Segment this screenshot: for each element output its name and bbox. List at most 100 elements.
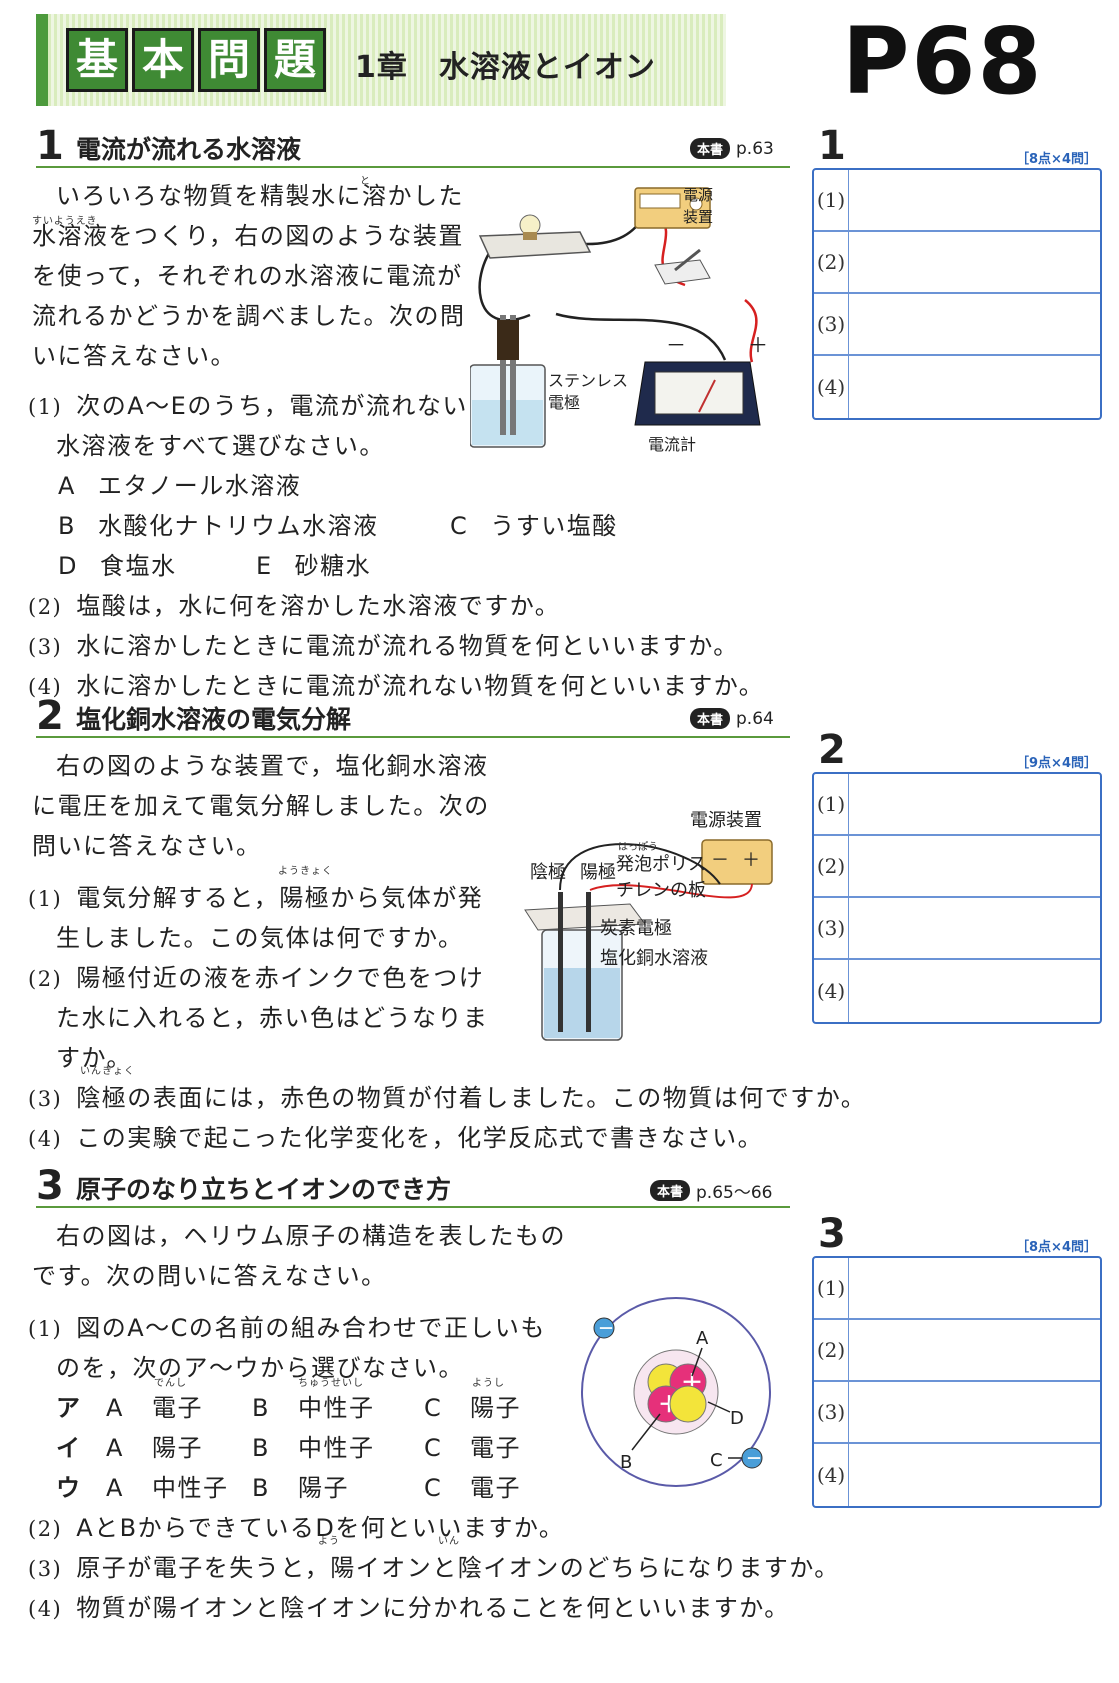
board-label-2: チレンの板: [616, 880, 706, 901]
honsho-badge: 本書: [650, 1180, 691, 1201]
section-2-number: 2: [36, 693, 64, 739]
answer-input-3-4[interactable]: [849, 1444, 1100, 1506]
answer-input-3-1[interactable]: [849, 1258, 1100, 1318]
wire-red: [589, 883, 753, 899]
section-3-ref: 本書 p.65～66: [650, 1178, 772, 1203]
s2-question-1-cont: 生しました。この気体は何ですか。: [56, 924, 464, 952]
section-1-ref: 本書 p.63: [690, 138, 774, 159]
helium-atom-figure: ＋ ＋ － － A B D C: [581, 1297, 771, 1487]
letter: A: [106, 1434, 124, 1462]
ammeter-label: 電流計: [648, 435, 696, 454]
answer-input-1-3[interactable]: [849, 294, 1100, 354]
section-1-number: 1: [36, 123, 64, 169]
power-label-2: 装置: [683, 208, 713, 226]
s1-question-4: (4)水に溶かしたときに電流が流れない物質を何といいますか。: [28, 666, 764, 701]
q-number: (1): [28, 887, 63, 911]
styrofoam-board: [524, 903, 646, 931]
letter: C: [424, 1394, 443, 1422]
combo-b-value: 陽子: [298, 1474, 349, 1502]
s1-question-1: (1)次のA～Eのうち，電流が流れない: [28, 386, 468, 421]
row-label: (4): [814, 1444, 849, 1506]
combo-key: イ: [56, 1434, 82, 1462]
answer-input-3-2[interactable]: [849, 1320, 1100, 1380]
answer-2-number: 2: [818, 727, 846, 773]
s2-question-3: (3)陰極の表面には，赤色の物質が付着しました。この物質は何ですか。: [28, 1078, 866, 1113]
ruby-youkyoku: ようきょく: [278, 866, 333, 877]
q-number: (2): [28, 1517, 63, 1541]
electrode-right: [510, 315, 516, 435]
s2-question-4: (4)この実験で起こった化学変化を，化学反応式で書きなさい。: [28, 1118, 763, 1153]
answer-input-1-1[interactable]: [849, 170, 1100, 230]
combo-c-value: 電子: [470, 1434, 521, 1462]
q-number: (3): [28, 1557, 63, 1581]
answer-input-2-4[interactable]: [849, 960, 1100, 1022]
pointer-a: [691, 1347, 703, 1377]
electrode-left: [500, 315, 506, 435]
electrolysis-apparatus-figure: 電源装置 － ＋ 陰極 陽極 はっぽう 発泡ポリス チレンの板 炭素電極 塩化銅…: [524, 810, 773, 1041]
kihon-mondai-title: 基 本 問 題: [66, 28, 326, 92]
electron-orbit: [581, 1297, 771, 1487]
title-char: 本: [132, 28, 194, 92]
section-2-ref: 本書 p.64: [690, 708, 774, 729]
intro-line: を使って，それぞれの水溶液に電流が: [32, 262, 463, 290]
answer-input-1-2[interactable]: [849, 232, 1100, 292]
answer-row: (2): [814, 232, 1100, 294]
combo-key: ウ: [56, 1474, 82, 1502]
ruby-to: と: [360, 176, 371, 187]
row-label: (1): [814, 170, 849, 230]
ruby-inkyoku: いんきょく: [80, 1066, 135, 1077]
q-text: 図のA～Cの名前の組み合わせで正しいも: [76, 1314, 546, 1342]
option-text: エタノール水溶液: [97, 472, 302, 500]
ruby-in: いん: [438, 1536, 460, 1547]
q-text: 物質が陽イオンと陰イオンに分かれることを何といいますか。: [76, 1594, 790, 1622]
section-1-intro: いろいろな物質を精製水に溶かした 水溶液をつくり，右の図のような装置 を使って，…: [32, 176, 466, 376]
power-plus: ＋: [742, 850, 760, 871]
letter: C: [424, 1474, 443, 1502]
s2-question-2-cont: すか。: [56, 1044, 133, 1072]
q-text: 次のA～Eのうち，電流が流れない: [76, 392, 468, 420]
carbon-electrode-label: 炭素電極: [600, 918, 672, 939]
section-1-rule: [36, 166, 790, 168]
section-2-title: 塩化銅水溶液の電気分解: [76, 705, 352, 734]
title-char: 問: [198, 28, 260, 92]
section-3-title: 原子のなり立ちとイオンのでき方: [76, 1175, 452, 1204]
letter: B: [252, 1434, 270, 1462]
board-label-1: 発泡ポリス: [616, 854, 706, 875]
s1-question-2: (2)塩酸は，水に何を溶かした水溶液ですか。: [28, 586, 560, 621]
answer-input-2-2[interactable]: [849, 836, 1100, 896]
q-number: (1): [28, 1317, 63, 1341]
row-label: (2): [814, 232, 849, 292]
answer-input-3-3[interactable]: [849, 1382, 1100, 1442]
carbon-electrode-left: [558, 892, 563, 1032]
answer-row: (2): [814, 836, 1100, 898]
answer-row: (4): [814, 1444, 1100, 1506]
answer-box-1: (1) (2) (3) (4): [812, 168, 1102, 420]
wire: [555, 312, 727, 361]
answer-3-number: 3: [818, 1211, 846, 1257]
combo-b-value: 中性子: [298, 1394, 375, 1422]
option-key: B: [58, 512, 76, 540]
row-label: (1): [814, 774, 849, 834]
row-label: (2): [814, 1320, 849, 1380]
electron-minus: －: [746, 1449, 762, 1468]
answer-input-1-4[interactable]: [849, 356, 1100, 418]
meter-plus: ＋: [748, 333, 768, 357]
ruby-happou: はっぽう: [618, 841, 658, 853]
label-c: C: [710, 1450, 723, 1471]
letter: B: [252, 1474, 270, 1502]
ruby-you: よう: [318, 1536, 340, 1547]
power-supply-icon: [701, 839, 773, 885]
combo-b-value: 中性子: [298, 1434, 375, 1462]
meter-minus: －: [666, 333, 686, 357]
answer-box-2: (1) (2) (3) (4): [812, 772, 1102, 1024]
answer-input-2-1[interactable]: [849, 774, 1100, 834]
ref-page: p.65～66: [696, 1183, 773, 1203]
label-b: B: [620, 1452, 632, 1473]
q-text: 電気分解すると，陽極から気体が発: [76, 884, 484, 912]
answer-input-2-3[interactable]: [849, 898, 1100, 958]
electrode-label-2: 電極: [548, 393, 580, 412]
option-key: C: [450, 512, 469, 540]
combo-key: ア: [56, 1394, 82, 1422]
